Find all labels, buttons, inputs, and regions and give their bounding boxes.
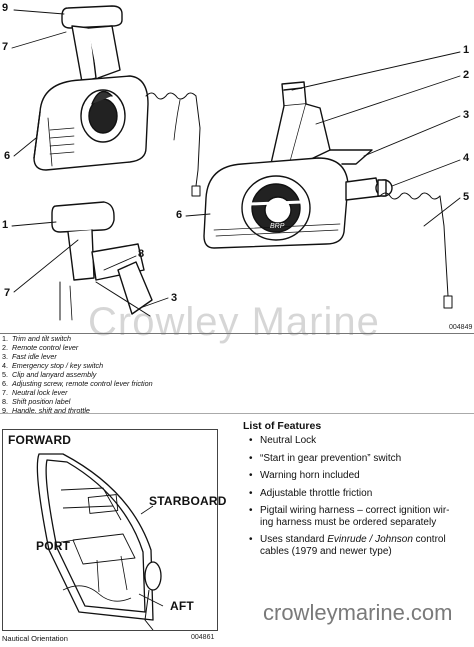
callout-5: 5 [463, 191, 470, 203]
brp-logo: BRP [270, 223, 285, 230]
legend-item: 6.Adjusting screw, remote control lever … [2, 379, 153, 388]
figure-id-lower: 004861 [191, 634, 215, 641]
divider [0, 333, 474, 334]
legend-item: 1.Trim and tilt switch [2, 334, 71, 343]
feature-item: •Pigtail wiring harness – correct igniti… [249, 505, 450, 528]
parts-legend: 1.Trim and tilt switch 2.Remote control … [2, 334, 302, 415]
site-watermark: crowleymarine.com [263, 600, 453, 625]
legend-item: 4.Emergency stop / key switch [2, 361, 104, 370]
callout-6-right: 6 [176, 209, 183, 221]
nautical-caption: Nautical Orientation [2, 634, 68, 643]
callout-8: 8 [138, 248, 145, 260]
nautical-orientation-figure: FORWARD STARBOARD PORT AFT [2, 429, 226, 631]
port-label: PORT [36, 539, 71, 553]
feature-item: •Neutral Lock [249, 435, 317, 446]
remote-control-illustration: BRP [11, 5, 461, 321]
feature-item: •Warning horn included [249, 470, 360, 481]
feature-item: •Adjustable throttle friction [249, 487, 373, 499]
aft-label: AFT [170, 599, 194, 613]
callout-3-right: 3 [463, 109, 470, 121]
callout-1: 1 [2, 219, 9, 231]
callout-4: 4 [463, 152, 470, 164]
features-list: List of Features •Neutral Lock •“Start i… [243, 420, 473, 563]
callout-1-right: 1 [463, 44, 470, 56]
features-title: List of Features [243, 420, 322, 432]
callout-6: 6 [4, 150, 11, 162]
legend-item: 7.Neutral lock lever [2, 388, 68, 397]
feature-item: •Uses standard Evinrude / Johnson contro… [249, 534, 446, 557]
legend-item: 3.Fast idle lever [2, 352, 57, 361]
forward-label: FORWARD [8, 433, 72, 447]
legend-item: 8.Shift position label [2, 397, 71, 406]
callout-9: 9 [2, 2, 9, 14]
boat-illustration [36, 453, 164, 630]
callout-7: 7 [2, 41, 9, 53]
figure-id: 004849 [449, 324, 473, 331]
watermark: Crowley Marine [88, 300, 380, 344]
callout-2: 2 [463, 69, 470, 81]
divider-lower [0, 413, 474, 414]
legend-item: 9.Handle, shift and throttle [2, 406, 90, 415]
legend-item: 5.Clip and lanyard assembly [2, 370, 97, 379]
legend-item: 2.Remote control lever [2, 343, 79, 352]
callout-7-lower: 7 [4, 287, 11, 299]
callout-3: 3 [171, 292, 178, 304]
feature-item: •“Start in gear prevention” switch [249, 452, 402, 464]
starboard-label: STARBOARD [149, 494, 227, 508]
control-diagram: BRP 9 7 6 1 7 8 3 1 2 3 4 5 6 Crowley Ma… [2, 2, 473, 344]
